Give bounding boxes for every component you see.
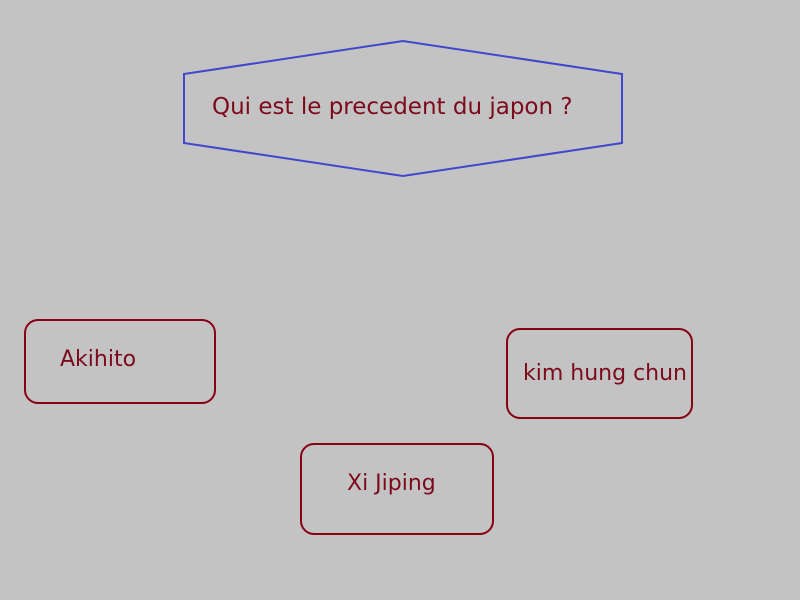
- question-text: Qui est le precedent du japon ?: [212, 94, 573, 120]
- answer-button-kim-hung-chun[interactable]: kim hung chun: [506, 328, 693, 419]
- question-hexagon: [183, 39, 623, 178]
- answer-label: kim hung chun: [523, 361, 687, 386]
- answer-label: Xi Jiping: [347, 471, 436, 496]
- answer-button-akihito[interactable]: Akihito: [24, 319, 216, 404]
- answer-button-xi-jiping[interactable]: Xi Jiping: [300, 443, 494, 535]
- answer-label: Akihito: [60, 347, 137, 372]
